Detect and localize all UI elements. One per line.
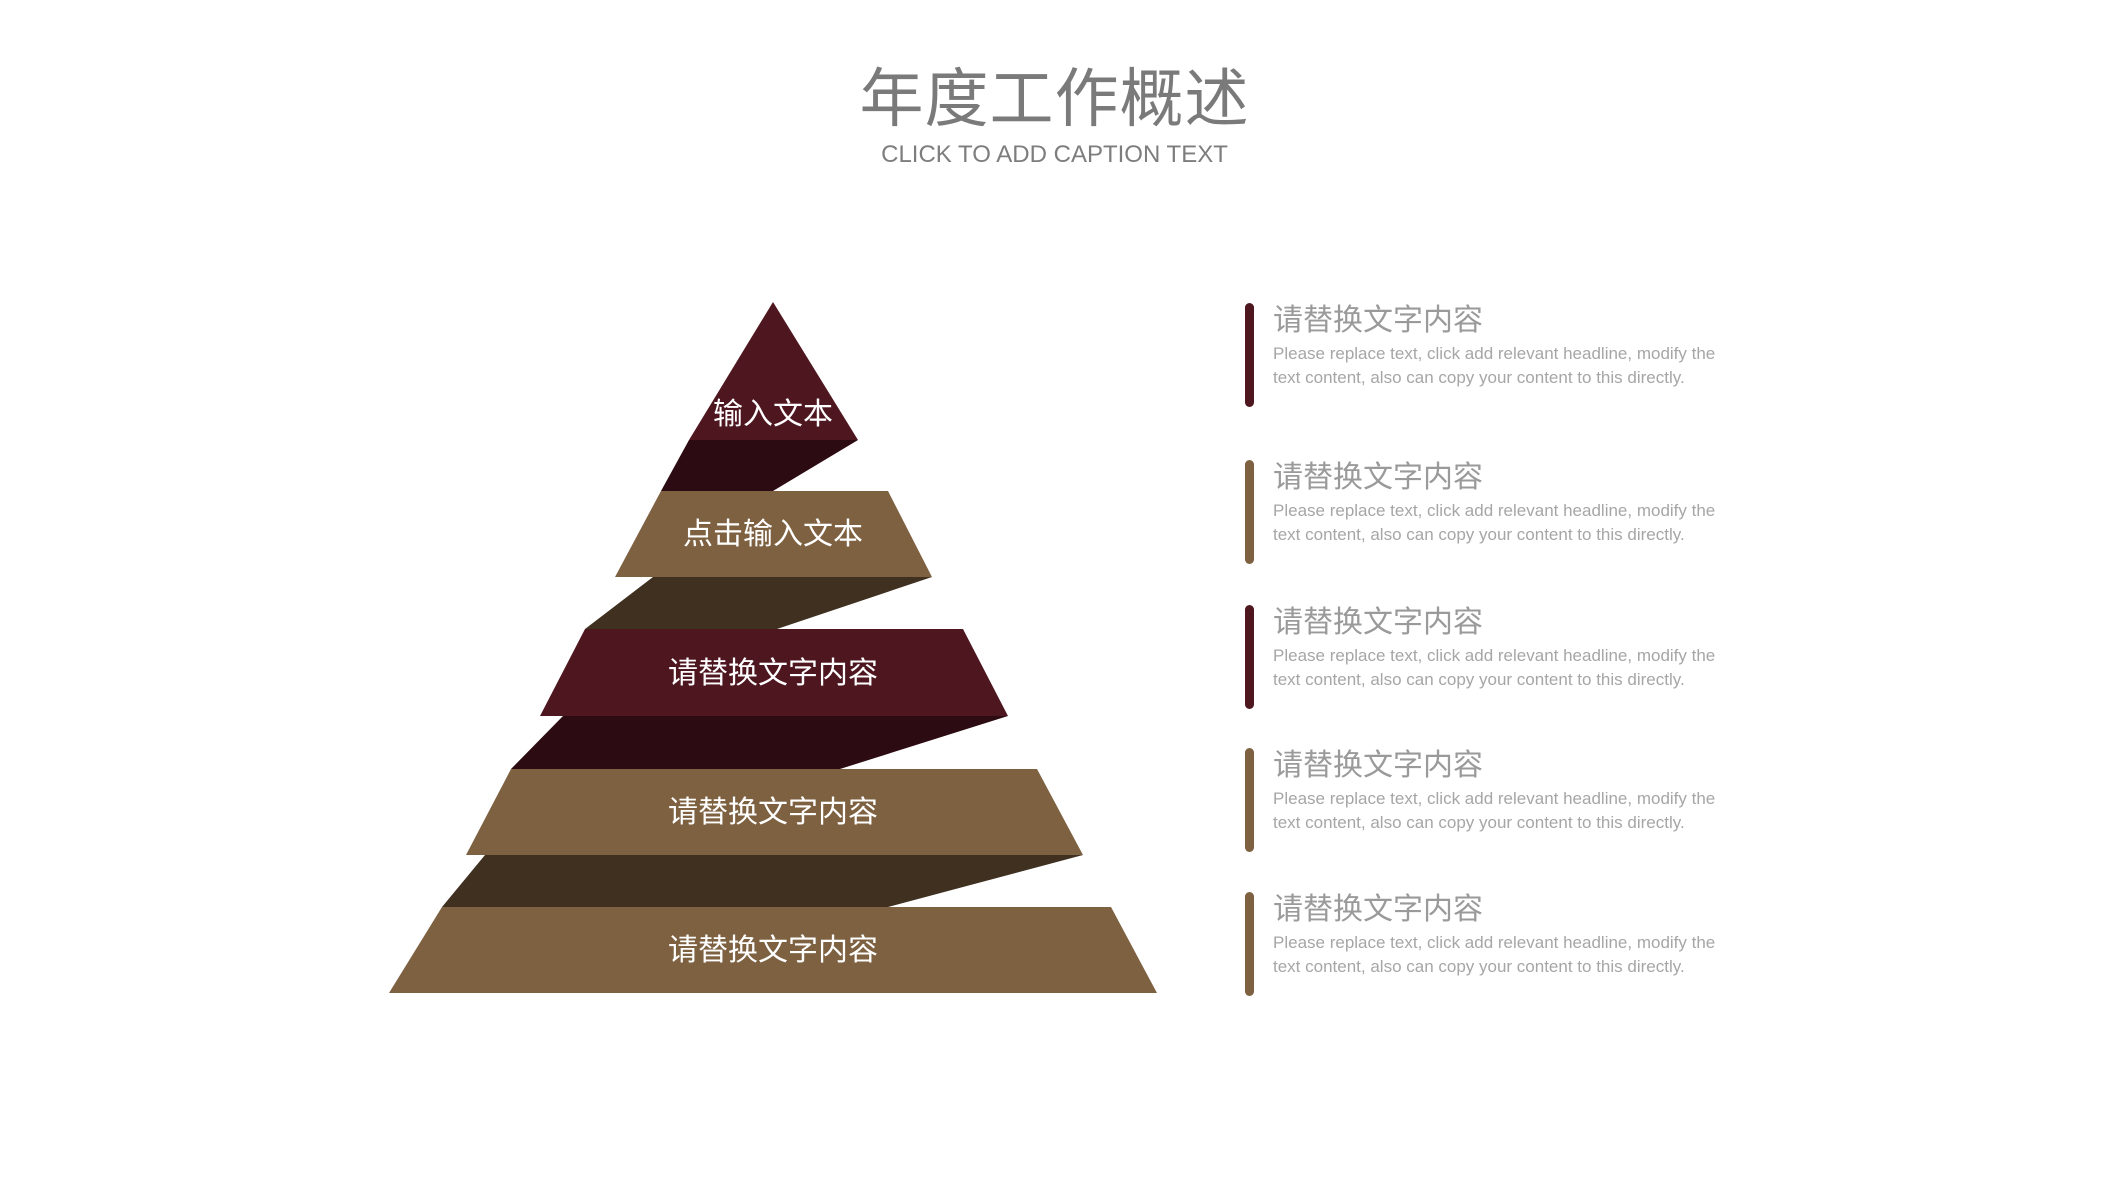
text-entry-2[interactable]: 请替换文字内容 Please replace text, click add r…: [1245, 460, 1765, 564]
text-entry-5[interactable]: 请替换文字内容 Please replace text, click add r…: [1245, 892, 1765, 996]
pyramid-tier-1-label: 输入文本: [713, 397, 833, 432]
text-entry-4[interactable]: 请替换文字内容 Please replace text, click add r…: [1245, 748, 1765, 852]
page-title: 年度工作概述: [859, 63, 1250, 137]
entry-body: Please replace text, click add relevant …: [1273, 344, 1716, 387]
pyramid-connector-4: [442, 855, 1083, 907]
entry-body: Please replace text, click add relevant …: [1273, 646, 1716, 689]
page-subtitle: CLICK TO ADD CAPTION TEXT: [881, 141, 1228, 168]
entry-heading: 请替换文字内容: [1273, 748, 1483, 783]
entry-heading: 请替换文字内容: [1273, 892, 1483, 927]
pyramid-tier-3[interactable]: [540, 629, 1008, 716]
entry-accent-bar: [1245, 605, 1254, 709]
entry-heading: 请替换文字内容: [1273, 605, 1483, 640]
pyramid-tier-4[interactable]: [466, 769, 1083, 855]
text-entry-1[interactable]: 请替换文字内容 Please replace text, click add r…: [1245, 303, 1765, 407]
pyramid-connector-1: [661, 440, 858, 491]
entry-accent-bar: [1245, 303, 1254, 407]
entry-accent-bar: [1245, 460, 1254, 564]
text-entry-3[interactable]: 请替换文字内容 Please replace text, click add r…: [1245, 605, 1765, 709]
entry-heading: 请替换文字内容: [1273, 303, 1483, 338]
pyramid-tier-5-label: 请替换文字内容: [668, 933, 878, 968]
pyramid-tier-3-label: 请替换文字内容: [668, 656, 878, 691]
entry-body: Please replace text, click add relevant …: [1273, 501, 1716, 544]
pyramid-connector-3: [511, 716, 1008, 769]
pyramid-tier-1[interactable]: [689, 302, 858, 440]
entry-heading: 请替换文字内容: [1273, 460, 1483, 495]
entry-body: Please replace text, click add relevant …: [1273, 789, 1716, 832]
entry-accent-bar: [1245, 892, 1254, 996]
pyramid-tier-2-label: 点击输入文本: [683, 517, 863, 552]
pyramid-connector-2: [585, 577, 932, 629]
pyramid-tier-4-label: 请替换文字内容: [668, 795, 878, 830]
entry-accent-bar: [1245, 748, 1254, 852]
entry-body: Please replace text, click add relevant …: [1273, 933, 1716, 976]
pyramid-tier-5[interactable]: [389, 907, 1157, 993]
pyramid-tier-2[interactable]: [615, 491, 932, 577]
